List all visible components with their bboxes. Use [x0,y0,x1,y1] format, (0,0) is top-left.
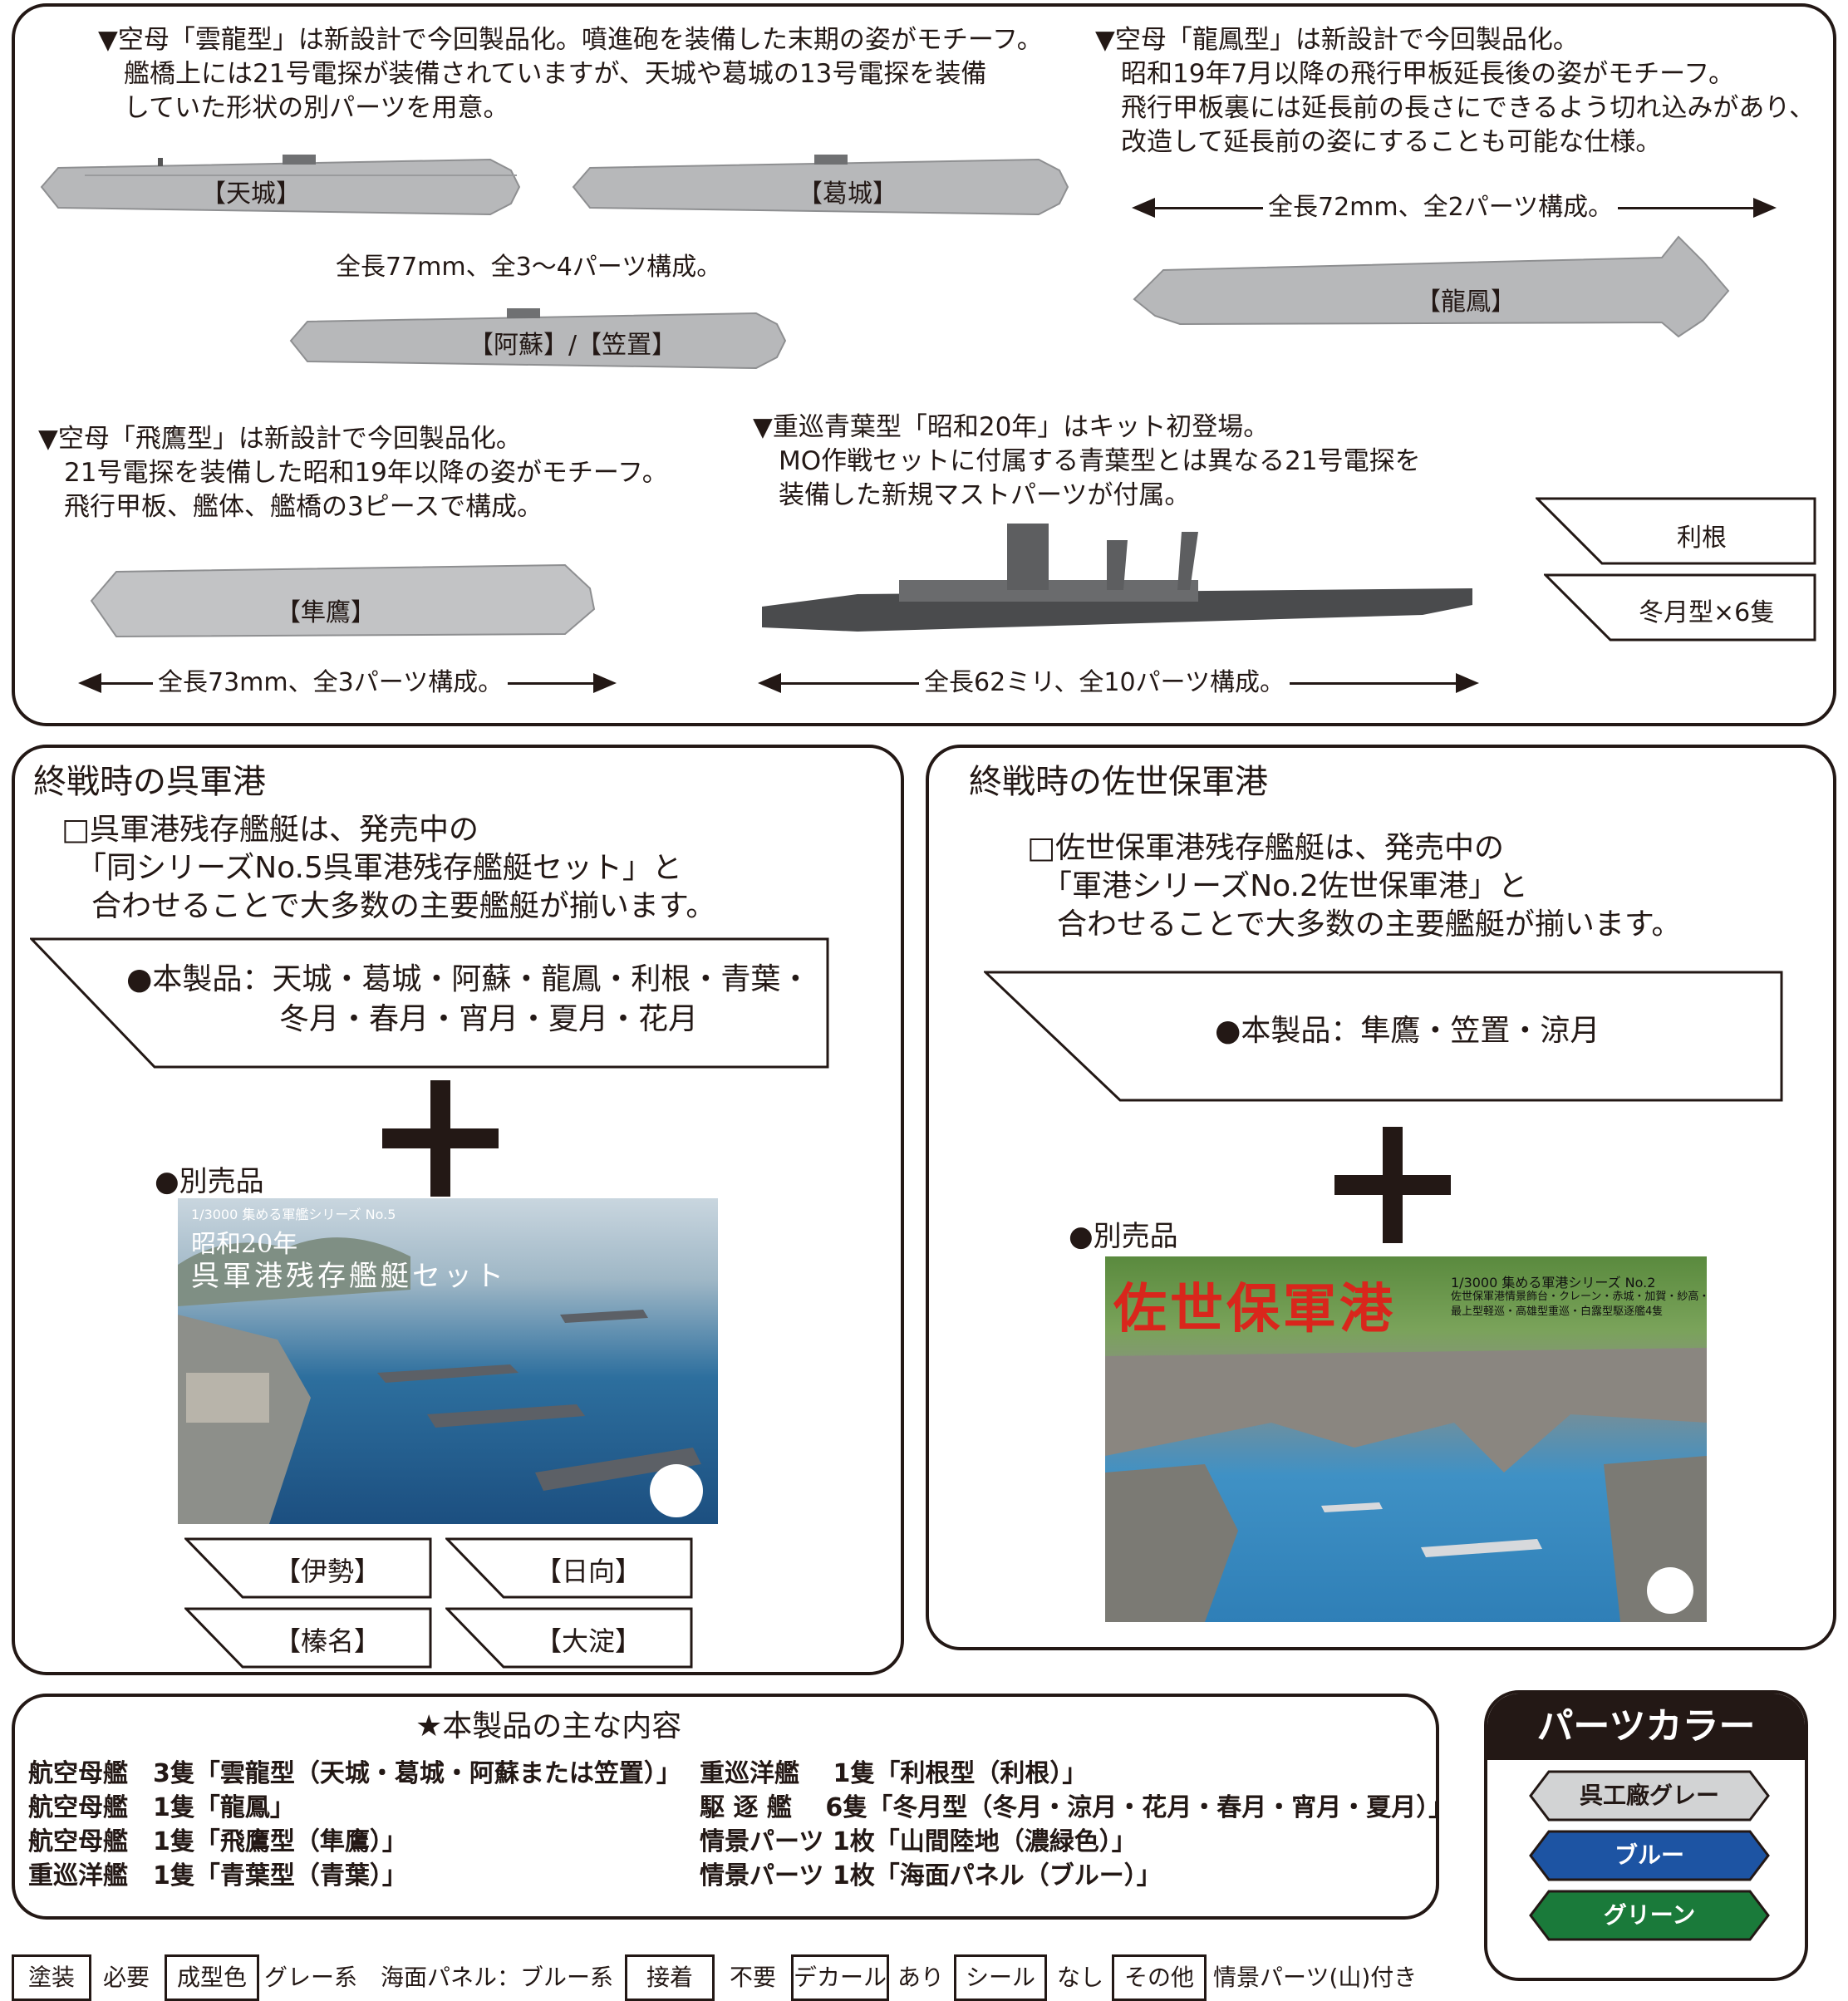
sasebo-box-desc: 佐世保軍港情景飾台・クレーン・赤城・加賀・紗高・ 最上型軽巡・高雄型重巡・白露型… [1451,1291,1707,1318]
tag-tone: 利根 [1677,524,1727,553]
kure-box-art: 1/3000 集める軍艦シリーズ No.5 昭和20年 呉軍港残存艦艇セット [178,1198,718,1524]
tag-hyuga-frame [445,1537,693,1599]
ryuho-spec: 全長72mm、全2パーツ構成。 [1263,191,1619,224]
tag-fuyuzuki: 冬月型×6隻 [1639,598,1776,627]
tag-haruna: 【榛名】 [274,1625,381,1657]
sasebo-box-art: 佐世保軍港 1/3000 集める軍港シリーズ No.2 佐世保軍港情景飾台・クレ… [1105,1256,1707,1622]
contents-panel [12,1694,1439,1920]
ryuho-length-arrow: 全長72mm、全2パーツ構成。 [1132,191,1777,224]
hiyo-note: ▼空母「飛鷹型」は新設計で今回製品化。 21号電探を装備した昭和19年以降の姿が… [38,424,668,522]
tag-ise-frame [184,1537,432,1599]
kure-plus-icon [382,1080,499,1197]
parts-color-chip: ブルー [1529,1830,1770,1881]
aoba-length-arrow: 全長62ミリ、全10パーツ構成。 [758,666,1479,700]
aoba-note: ▼重巡青葉型「昭和20年」はキット初登場。 MO作戦セットに付属する青葉型とは異… [753,412,1421,510]
ship-label-junyo: 【隼鷹】 [276,598,376,627]
sasebo-product: ●本製品：隼鷹・笠置・涼月 [1215,1014,1600,1048]
sasebo-title: 終戦時の佐世保軍港 [969,763,1268,801]
ship-label-aso-kasagi: 【阿蘇】/【笠置】 [469,331,677,360]
ryuho-note: ▼空母「龍鳳型」は新設計で今回製品化。 昭和19年7月以降の飛行甲板延長後の姿が… [1095,25,1816,157]
footer-key-decal: デカール [791,1954,889,2001]
aoba-spec: 全長62ミリ、全10パーツ構成。 [919,666,1290,700]
contents-right-list: 重巡洋艦 1隻「利根型（利根）」 駆 逐 艦 6隻「冬月型（冬月・涼月・花月・春… [700,1759,1454,1890]
sasebo-plus-icon [1334,1127,1451,1243]
contents-title: ★本製品の主な内容 [415,1709,682,1743]
parts-color-title: パーツカラー [1487,1694,1805,1760]
footer-key-paint: 塗装 [12,1954,91,2001]
ship-label-ryuho: 【龍鳳】 [1416,288,1516,317]
kure-product-line1: ●本製品：天城・葛城・阿蘇・龍鳳・利根・青葉・ [126,962,811,996]
kure-box-title2: 呉軍港残存艦艇セット [191,1260,507,1293]
tag-ise: 【伊勢】 [274,1556,381,1587]
footer-val-decal: あり [897,1964,945,1991]
kure-box-series: 1/3000 集める軍艦シリーズ No.5 [191,1207,396,1222]
kure-product-line2: 冬月・春月・宵月・夏月・花月 [279,1002,699,1036]
kure-product-frame [30,937,829,1069]
sasebo-separate-label: ●別売品 [1069,1220,1178,1253]
ship-aoba-image [762,524,1472,632]
footer-val-sticker: なし [1057,1964,1104,1991]
footer-key-other: その他 [1112,1954,1207,2001]
footer-val-mold: グレー系 海面パネル：ブルー系 [264,1964,614,1991]
ship-ryuho-image [1133,235,1730,338]
contents-left-list: 航空母艦 3隻「雲龍型（天城・葛城・阿蘇または笠置）」 航空母艦 1隻「龍鳳」 … [28,1759,681,1890]
kure-title: 終戦時の呉軍港 [33,763,266,801]
parts-color-chip: グリーン [1529,1890,1770,1941]
sasebo-box-title: 佐世保軍港 [1113,1278,1396,1340]
tag-oyodo-frame [445,1607,693,1669]
ship-aso-kasagi-image [289,308,787,370]
footer-key-glue: 接着 [625,1954,715,2001]
tag-tone-frame [1536,497,1816,565]
ship-label-amagi: 【天城】 [201,179,301,209]
unryu-spec: 全長77mm、全3～4パーツ構成。 [336,253,722,282]
parts-color-chip: 呉工廠グレー [1529,1770,1770,1822]
tag-oyodo: 【大淀】 [535,1625,642,1657]
footer-val-paint: 必要 [103,1964,150,1991]
sasebo-box-series: 1/3000 集める軍港シリーズ No.2 [1451,1275,1656,1291]
ship-label-katsuragi: 【葛城】 [798,179,897,209]
parts-color-chip-label: グリーン [1603,1901,1696,1929]
kure-box-title1: 昭和20年 [191,1230,298,1259]
parts-color-chip-label: 呉工廠グレー [1579,1782,1719,1809]
kure-separate-label: ●別売品 [155,1165,264,1198]
sasebo-text: □佐世保軍港残存艦艇は、発売中の 「軍港シリーズNo.2佐世保軍港」と 合わせる… [1027,831,1682,942]
junyo-spec: 全長73mm、全3パーツ構成。 [153,666,509,700]
kure-text: □呉軍港残存艦艇は、発売中の 「同シリーズNo.5呉軍港残存艦艇セット」と 合わ… [61,813,716,923]
footer-key-sticker: シール [954,1954,1047,2001]
parts-color-chip-label: ブルー [1614,1841,1684,1869]
ship-katsuragi-image [572,155,1069,216]
tag-fuyuzuki-frame [1544,573,1816,642]
unryu-note: ▼空母「雲龍型」は新設計で今回製品化。噴進砲を装備した末期の姿がモチーフ。 艦橋… [98,25,1043,123]
ship-amagi-image [40,155,521,216]
junyo-length-arrow: 全長73mm、全3パーツ構成。 [78,666,617,700]
tag-haruna-frame [184,1607,432,1669]
footer-val-glue: 不要 [730,1964,777,1991]
tag-hyuga: 【日向】 [535,1556,642,1587]
footer-key-mold: 成型色 [165,1954,259,2001]
ship-junyo-image [90,563,596,638]
sasebo-product-frame [984,971,1783,1102]
footer-val-other: 情景パーツ(山)付き [1213,1964,1418,1991]
